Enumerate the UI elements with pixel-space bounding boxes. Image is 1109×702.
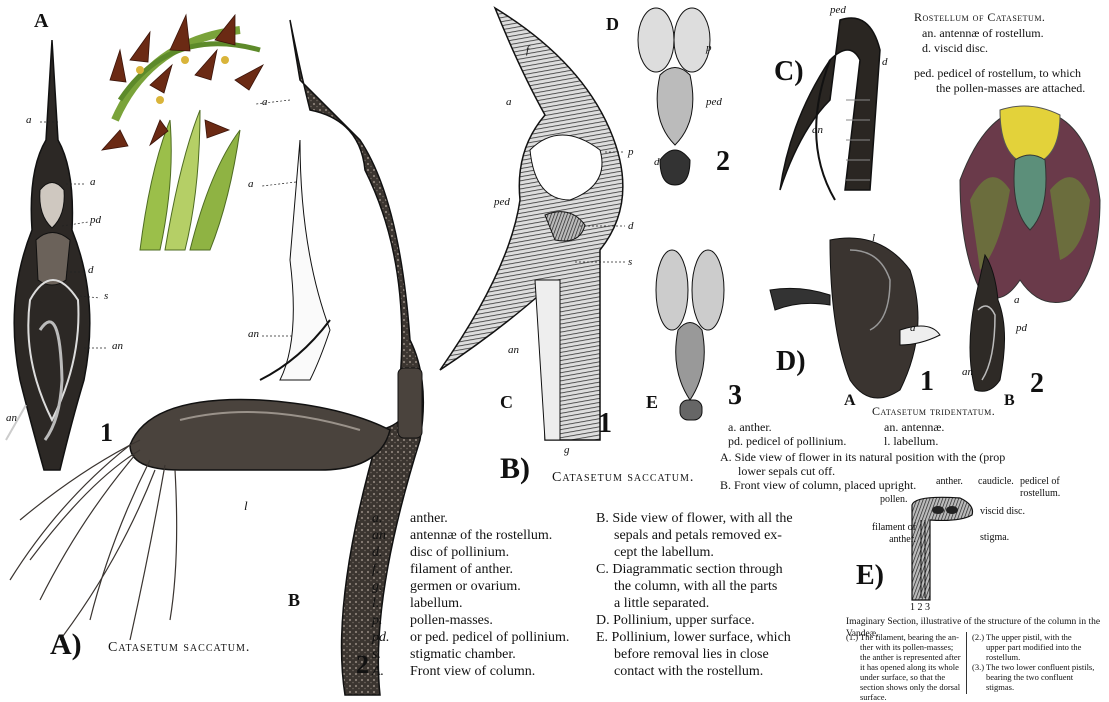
label-an-B: an [508, 344, 519, 356]
label-pedicel-E: pedicel of rostellum. [1020, 476, 1076, 500]
label-f: f [526, 44, 529, 56]
panel-label-B: B) [500, 452, 530, 486]
label-ped-C: ped [830, 4, 846, 16]
label-an-C: an [812, 124, 823, 136]
legend-row: s.stigmatic chamber. [372, 646, 569, 663]
panel-D-keys: a. anther. pd. pedicel of pollinium. [728, 420, 868, 448]
view-label-C-B: C [500, 392, 513, 413]
column-front-view-drawing [6, 40, 90, 470]
legend-row: p.pollen-masses. [372, 612, 569, 629]
legend-row: d.disc of pollinium. [372, 544, 569, 561]
label-anther-E: anther. [936, 476, 963, 488]
figure-number-1-D: 1 [920, 366, 934, 398]
legend-row: pd.or ped. pedicel of pollinium. [372, 629, 569, 646]
label-a-B: a [506, 96, 512, 108]
catasetum-plant-illustration [92, 12, 272, 260]
label-a-D: a [910, 322, 916, 334]
legend-row: l.labellum. [372, 595, 569, 612]
notes-divider [966, 632, 967, 694]
pollinium-lower-surface-drawing [656, 250, 724, 420]
legend-row: A.Front view of column. [372, 663, 569, 680]
label-an-side: an [248, 328, 259, 340]
label-s: s [104, 290, 108, 302]
panel-A-legend-right: B. Side view of flower, with all the sep… [596, 510, 793, 680]
label-s-B: s [628, 256, 632, 268]
figure-number-3-B: 3 [728, 380, 742, 412]
label-caudicle-E: caudicle. [978, 476, 1014, 488]
panel-A-caption: Catasetum saccatum. [108, 640, 250, 656]
label-pd: pd [90, 214, 101, 226]
figure-number-1: 1 [100, 418, 113, 448]
legend-row: f.filament of anther. [372, 561, 569, 578]
label-an: an [112, 340, 123, 352]
legend-row: a.anther. [372, 510, 569, 527]
label-a-2: a [90, 176, 96, 188]
rostellum-drawing [780, 18, 880, 200]
panel-label-E: E) [856, 560, 884, 592]
panel-E-notes-left: (1.) The filament, bearing the an- ther … [846, 632, 961, 702]
label-viscid-E: viscid disc. [980, 506, 1025, 518]
panel-E-notes-right: (2.) The upper pistil, with the upper pa… [972, 632, 1094, 692]
view-label-E-B: E [646, 392, 658, 413]
panel-D-title: Catasetum tridentatum. [872, 404, 995, 419]
label-d-B: d [628, 220, 634, 232]
label-an-D: an [962, 366, 973, 378]
figure-number-2-B: 2 [716, 146, 730, 178]
panel-label-D: D) [776, 346, 806, 378]
figure-number-1-B: 1 [598, 408, 612, 440]
labellum-fringe [10, 440, 177, 640]
legend-row: g.germen or ovarium. [372, 578, 569, 595]
label-d-D: d [654, 156, 660, 168]
label-pd-D: pd [1016, 322, 1027, 334]
panel-label-A: A) [50, 628, 82, 662]
label-l: l [244, 498, 248, 514]
view-label-A: A [34, 10, 48, 33]
panel-C-legend: an. antennæ of rostellum. d. viscid disc… [922, 26, 1044, 56]
label-an-2: an [6, 412, 17, 424]
imaginary-section-diagram [912, 497, 973, 600]
label-numbers-E: 1 2 3 [910, 602, 930, 614]
view-label-B: B [288, 590, 300, 611]
view-label-A-D: A [844, 392, 856, 410]
view-label-B-D: B [1004, 392, 1015, 410]
label-p-B: p [628, 146, 634, 158]
label-ped-D: ped [706, 96, 722, 108]
label-g-B: g [564, 444, 570, 456]
label-p-D: p [706, 42, 712, 54]
label-a: a [26, 114, 32, 126]
label-pollen-E: pollen. [880, 494, 908, 506]
panel-C-title: Rostellum of Catasetum. [914, 10, 1045, 25]
panel-C-legend-2: ped. pedicel of rostellum, to which the … [914, 66, 1085, 96]
column-section-diagram [440, 8, 623, 440]
label-a2-D: a [1014, 294, 1020, 306]
label-ped-B: ped [494, 196, 510, 208]
label-l-D: l [872, 232, 875, 244]
label-d: d [88, 264, 94, 276]
figure-number-2-D: 2 [1030, 368, 1044, 400]
panel-label-C: C) [774, 56, 804, 88]
label-a-side-2: a [248, 178, 254, 190]
label-a-side: a [262, 96, 268, 108]
panel-D-keys-right: an. antennæ. l. labellum. [884, 420, 944, 448]
view-label-D-B: D [606, 14, 619, 35]
pollinium-upper-surface-drawing [638, 8, 710, 185]
label-filament-E: filament of anther. [870, 522, 916, 546]
label-d-C: d [882, 56, 888, 68]
figure-number-2: 2 [356, 650, 369, 680]
label-stigma-E: stigma. [980, 532, 1009, 544]
panel-B-caption: Catasetum saccatum. [552, 470, 694, 486]
